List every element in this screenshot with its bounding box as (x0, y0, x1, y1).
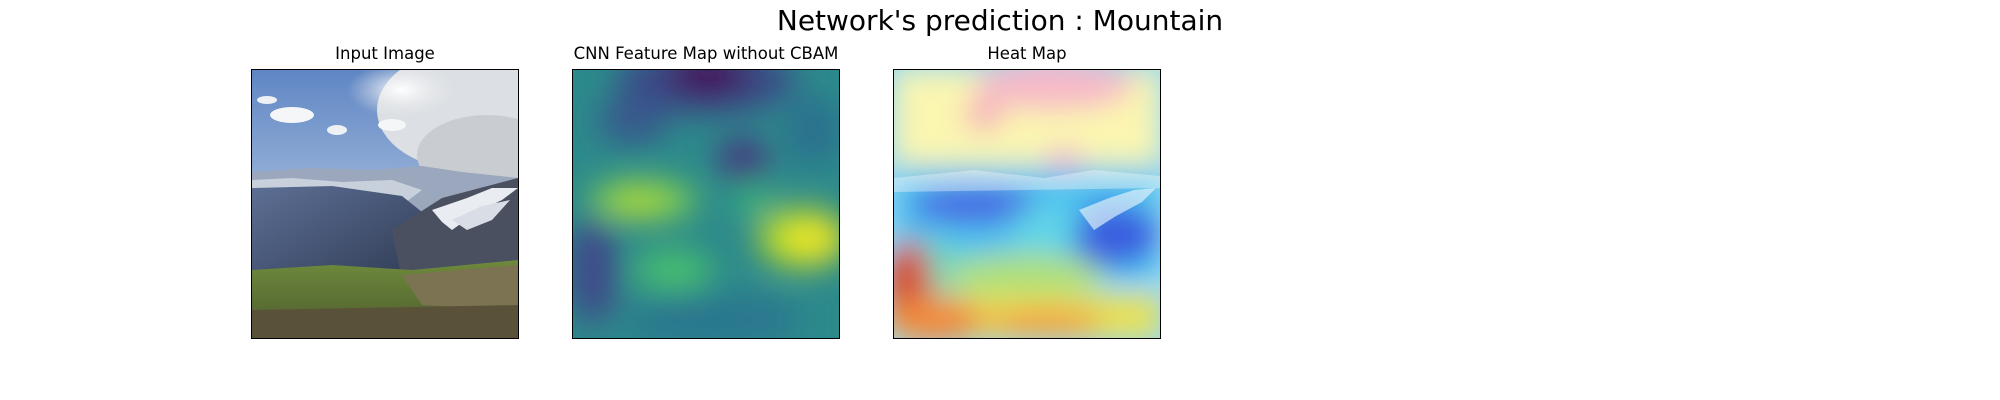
input-image-title: Input Image (335, 44, 435, 63)
mountain-photo (252, 70, 518, 338)
heat-map-image (894, 70, 1160, 338)
heat-map-frame (893, 69, 1161, 339)
feature-map-image (573, 70, 839, 338)
feature-map-title: CNN Feature Map without CBAM (573, 44, 839, 63)
input-image-frame (251, 69, 519, 339)
heat-map-title: Heat Map (987, 44, 1067, 63)
figure-title: Network's prediction : Mountain (776, 4, 1224, 37)
feature-map-frame (572, 69, 840, 339)
